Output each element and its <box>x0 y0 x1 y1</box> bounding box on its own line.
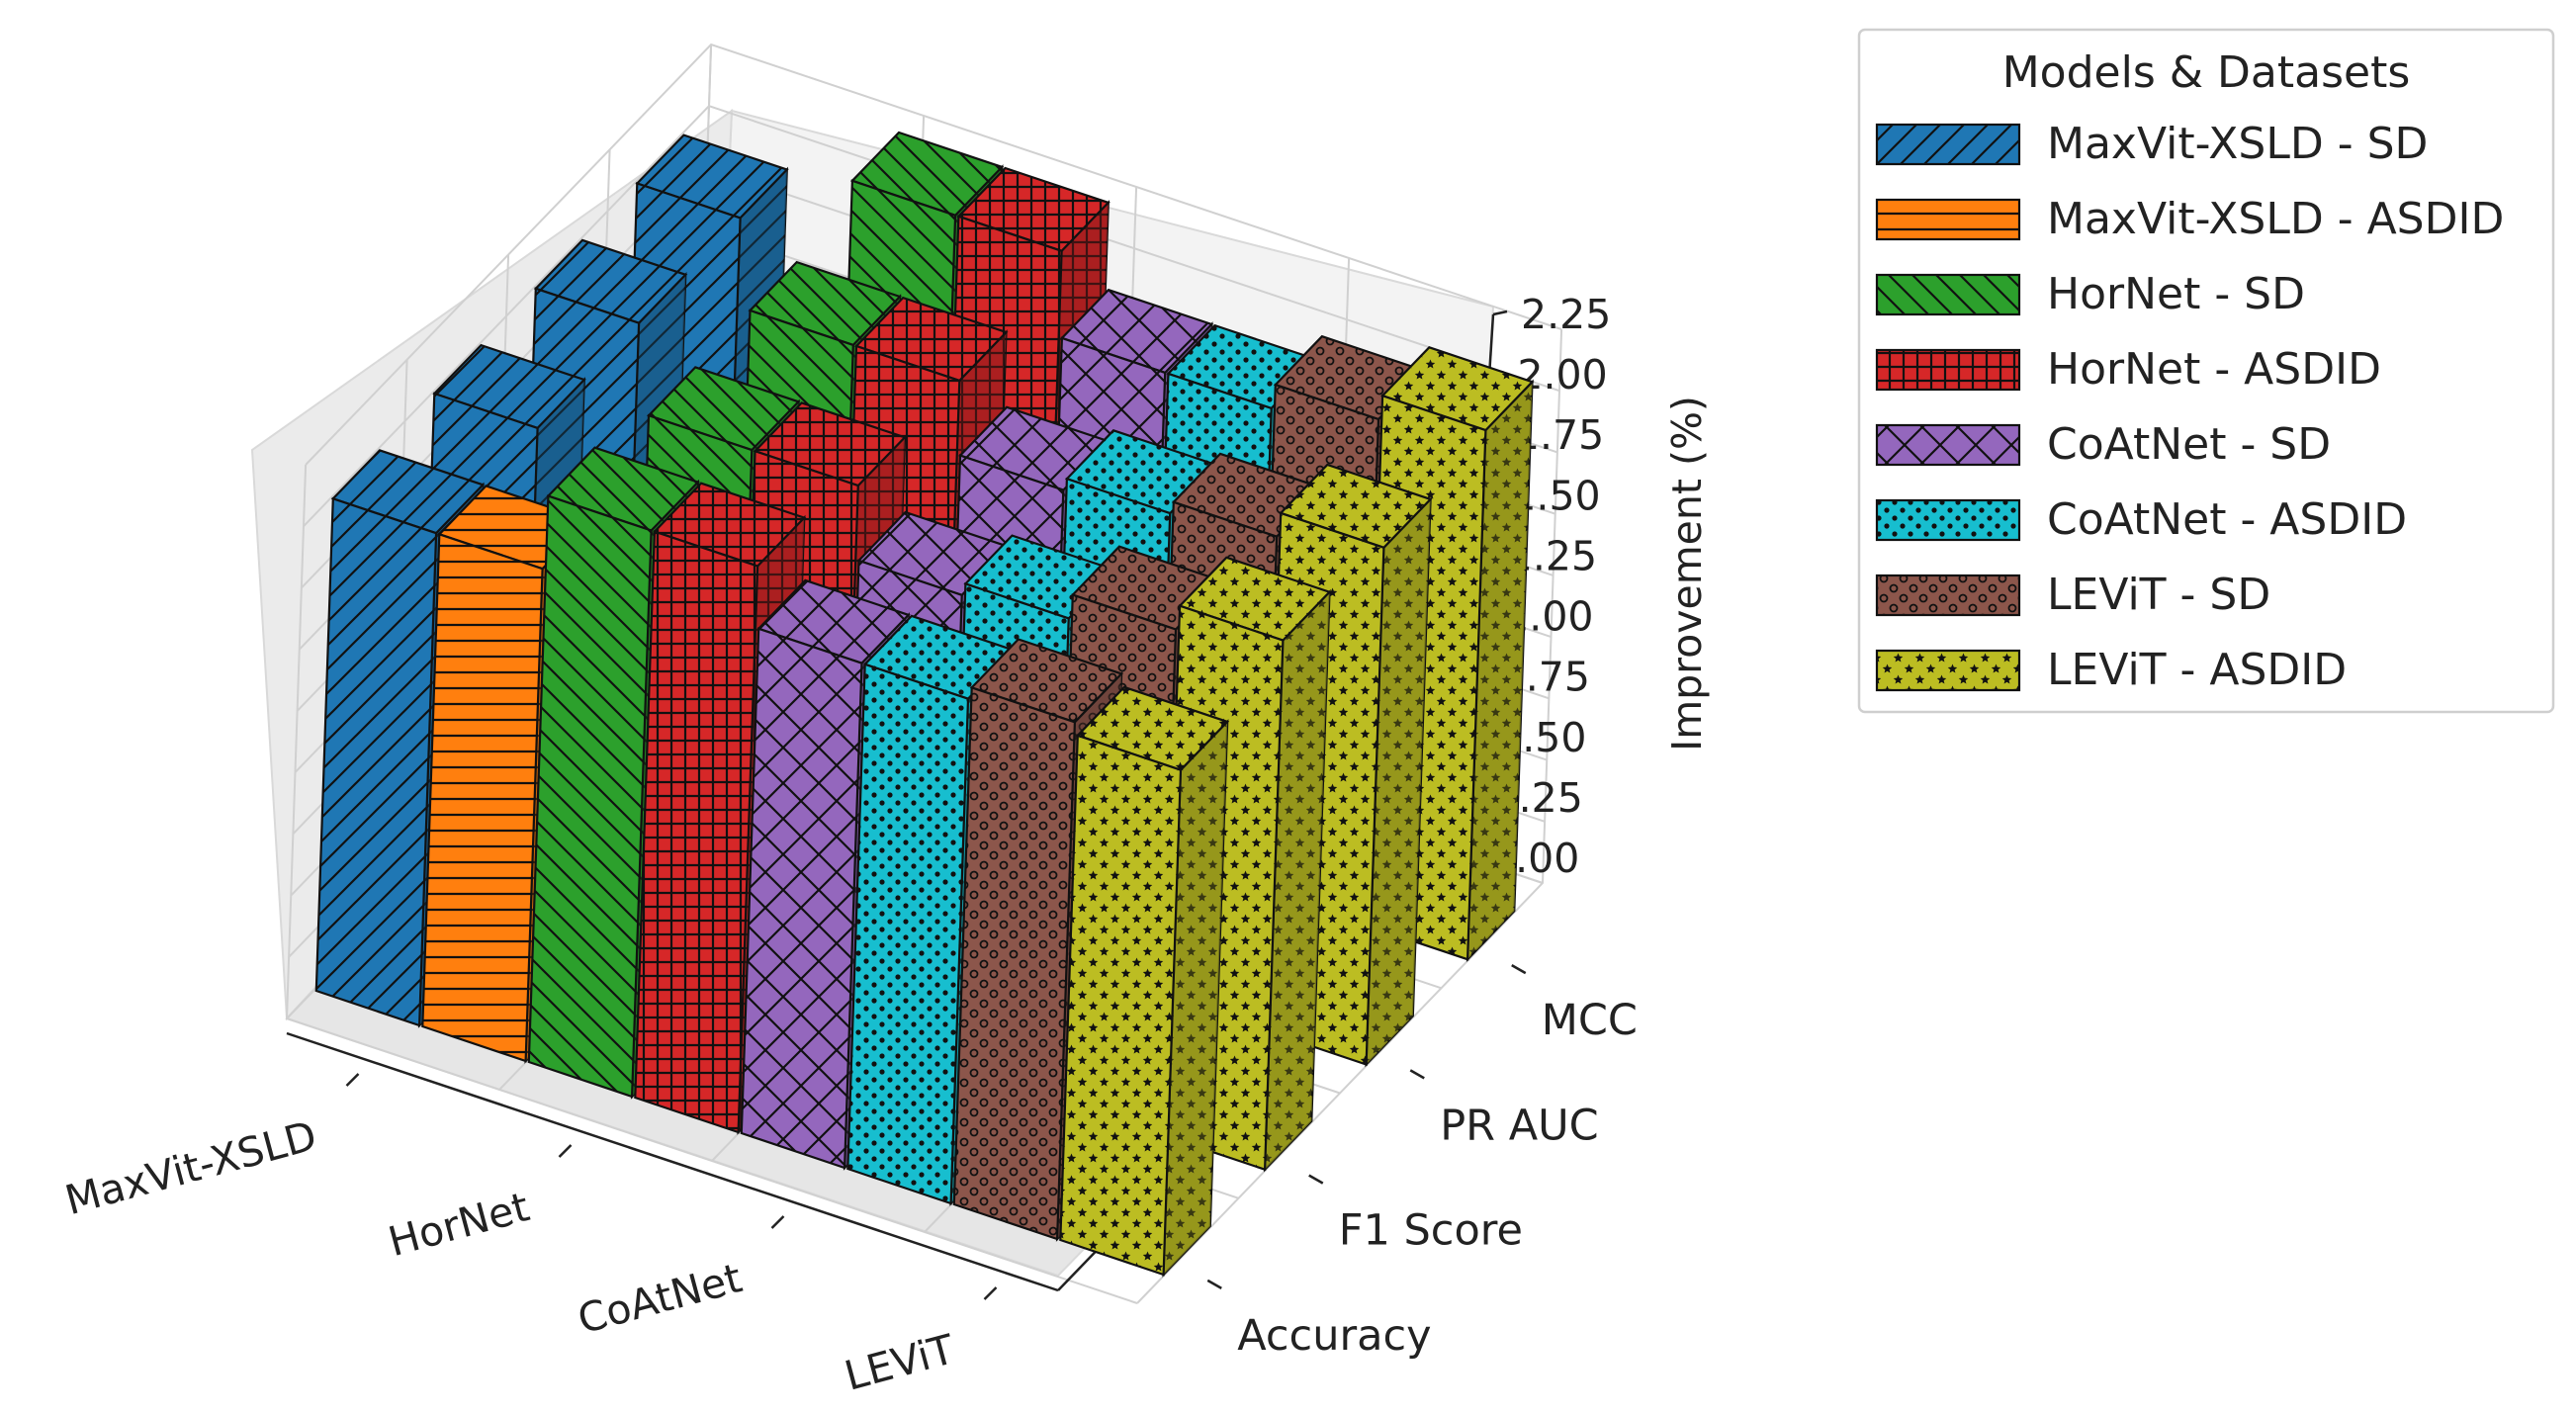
bar-front <box>952 685 1077 1241</box>
bar-levit-asdid-accuracy <box>1059 685 1230 1278</box>
bar-front <box>421 532 544 1063</box>
gridline-z <box>303 105 1560 527</box>
legend-label-coatnet-sd: CoAtNet - SD <box>2047 419 2331 470</box>
legend-label-levit-sd: LEViT - SD <box>2047 570 2270 620</box>
y-tick-mark <box>1308 1174 1324 1185</box>
z-tick-label: 2.25 <box>1521 291 1611 338</box>
x-axis-line <box>286 1031 1059 1292</box>
x-tick-mark <box>558 1144 573 1158</box>
z-tick-mark <box>1492 310 1508 316</box>
x-tick-label-levit: LEViT <box>840 1325 960 1400</box>
legend-swatch-hornet-asdid <box>1875 348 2021 392</box>
bar-front <box>1059 734 1183 1277</box>
legend-label-levit-asdid: LEViT - ASDID <box>2047 645 2347 695</box>
gridline-z <box>305 43 1562 466</box>
y-tick-label-mcc: MCC <box>1542 996 1638 1045</box>
legend-label-maxvit-xsld-sd: MaxVit-XSLD - SD <box>2047 119 2428 169</box>
bar-side-hatch <box>1265 591 1330 1170</box>
bar-side-hatch <box>1366 498 1431 1065</box>
x-tick-label-hornet: HorNet <box>384 1183 534 1266</box>
y-tick-mark <box>1511 964 1527 975</box>
y-tick-mark <box>1206 1279 1222 1289</box>
x-tick-mark <box>345 1073 360 1087</box>
legend-title: Models & Datasets <box>2002 47 2411 98</box>
y-tick-mark <box>1409 1069 1425 1080</box>
legend-swatch-maxvit-xsld-asdid <box>1875 198 2021 241</box>
bar-front <box>634 530 759 1134</box>
bar-side-hatch <box>1467 382 1533 960</box>
bar-front <box>846 663 970 1205</box>
legend-swatch-levit-sd <box>1875 574 2021 617</box>
x-tick-mark <box>770 1215 785 1229</box>
bar-front <box>740 627 863 1170</box>
legend-swatch-maxvit-xsld-sd <box>1875 123 2021 166</box>
legend-swatch-coatnet-sd <box>1875 423 2021 467</box>
x-tick-label-maxvit-xsld: MaxVit-XSLD <box>60 1111 321 1224</box>
bar-side-hatch <box>1163 721 1228 1275</box>
legend-label-hornet-asdid: HorNet - ASDID <box>2047 344 2381 395</box>
legend-frame <box>1857 28 2555 714</box>
bars <box>314 131 1535 1278</box>
legend-label-maxvit-xsld-asdid: MaxVit-XSLD - ASDID <box>2047 194 2504 244</box>
legend-swatch-coatnet-asdid <box>1875 498 2021 542</box>
legend-label-coatnet-asdid: CoAtNet - ASDID <box>2047 494 2407 545</box>
z-axis-label: Improvement (%) <box>1663 396 1711 752</box>
y-tick-label-accuracy: Accuracy <box>1237 1311 1431 1361</box>
x-tick-label-coatnet: CoAtNet <box>573 1254 747 1343</box>
x-tick-mark <box>983 1286 998 1300</box>
legend-label-hornet-sd: HorNet - SD <box>2047 269 2305 319</box>
y-ticks: Accuracy F1 Score PR AUC MCC <box>1206 964 1638 1361</box>
legend-swatch-hornet-sd <box>1875 273 2021 316</box>
legend-swatch-levit-asdid <box>1875 649 2021 692</box>
legend-items: MaxVit-XSLD - SD MaxVit-XSLD - ASDID HorNe… <box>1875 119 2504 695</box>
legend: Models & Datasets MaxVit-XSLD - SDMaxVit… <box>1857 28 2555 714</box>
bar-front <box>527 494 653 1099</box>
bar-front <box>314 496 438 1027</box>
y-tick-label-pr-auc: PR AUC <box>1440 1101 1598 1150</box>
y-tick-label-f1-score: F1 Score <box>1339 1206 1523 1256</box>
